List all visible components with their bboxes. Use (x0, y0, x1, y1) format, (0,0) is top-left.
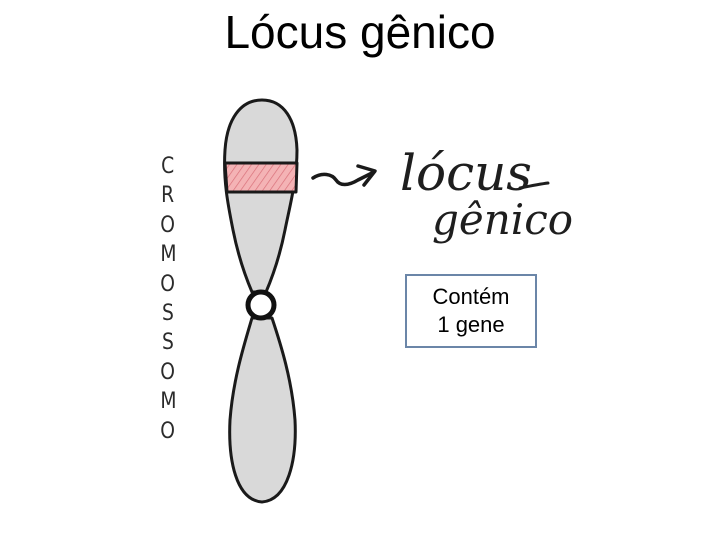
info-box: Contém 1 gene (405, 274, 537, 348)
slide-title: Lócus gênico (224, 6, 496, 58)
vertical-letter: O (160, 359, 176, 385)
info-box-line1: Contém (432, 284, 510, 309)
info-box-line2: 1 gene (437, 312, 505, 337)
vertical-letter: R (161, 183, 175, 209)
handwritten-underline (518, 181, 550, 190)
chromosome-upper-arm (223, 98, 299, 294)
vertical-letter: C (161, 154, 175, 179)
vertical-letter: O (160, 418, 176, 444)
handwritten-label-line2: gênico (432, 195, 573, 244)
chromosome-lower-arm (228, 316, 297, 504)
arrow-icon (311, 164, 377, 187)
centromere (245, 289, 277, 321)
vertical-letter: M (159, 242, 177, 268)
locus-band (223, 161, 299, 194)
vertical-letter: O (160, 271, 176, 297)
handwritten-label-line1: lócus (400, 144, 532, 202)
vertical-letter: S (162, 300, 174, 326)
vertical-letter: S (162, 330, 174, 356)
vertical-letter: O (160, 212, 176, 238)
vertical-letter: M (159, 389, 177, 415)
